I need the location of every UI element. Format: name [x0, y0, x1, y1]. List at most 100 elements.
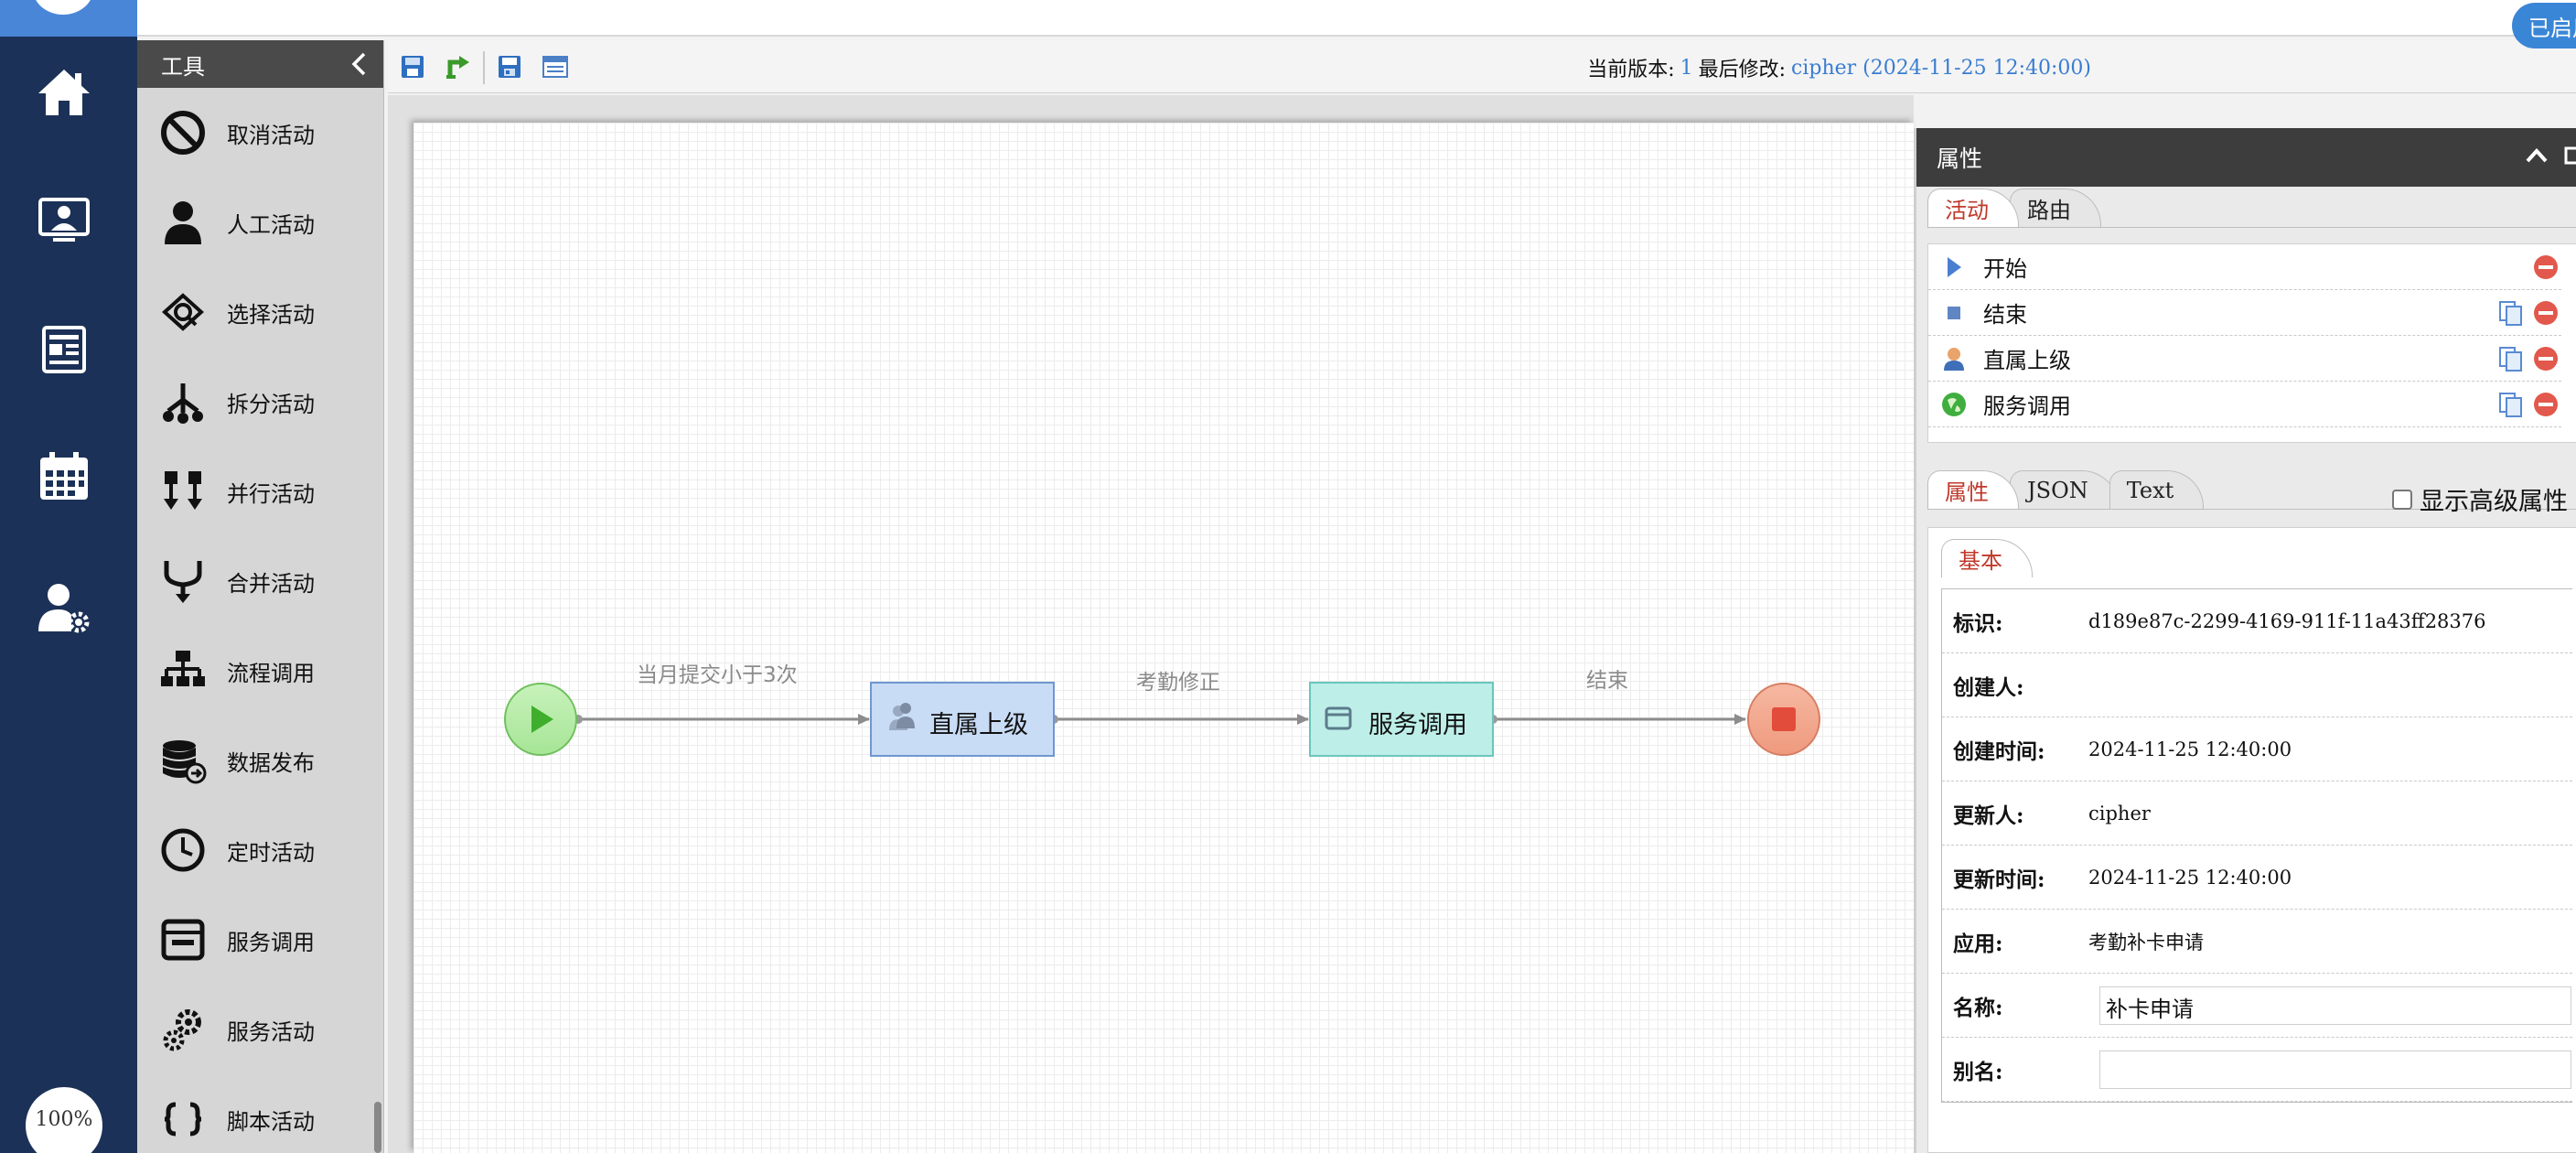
service-node-label: 服务调用: [1368, 711, 1467, 739]
tool-choice-activity[interactable]: 选择活动: [137, 267, 375, 357]
tool-label: 人工活动: [227, 211, 315, 238]
name-input[interactable]: 补卡申请: [2099, 986, 2571, 1025]
tab-properties[interactable]: 属性: [1927, 470, 2019, 509]
nav-avatar[interactable]: [33, 0, 93, 15]
property-panel-title: 属性: [1937, 145, 1983, 172]
designer-toolbar: 当前版本: 1 最后修改: cipher (2024-11-25 12:40:0…: [388, 40, 2576, 93]
tool-list: 取消活动 人工活动 选择活动 拆分活动 并行活动 合并活动 流程调用 数据发布: [137, 88, 375, 1153]
list-item-end[interactable]: 结束: [1928, 290, 2561, 336]
tool-data-publish[interactable]: 数据发布: [137, 716, 375, 805]
field-value-id: d189e87c-2299-4169-911f-11a43ff28376: [2088, 609, 2486, 632]
show-advanced-toggle[interactable]: 显示高级属性: [2392, 481, 2568, 517]
remove-icon[interactable]: [2532, 391, 2560, 418]
service-node[interactable]: [1309, 682, 1494, 757]
field-label: 创建人:: [1953, 674, 2024, 700]
tool-split-activity[interactable]: 拆分活动: [137, 357, 375, 447]
tab-json[interactable]: JSON: [2010, 470, 2119, 509]
news-icon[interactable]: [33, 318, 95, 381]
copy-icon[interactable]: [2497, 345, 2525, 372]
field-row-creator: 创建人:: [1942, 653, 2572, 717]
remove-icon[interactable]: [2532, 345, 2560, 372]
tab-activities[interactable]: 活动: [1927, 189, 2019, 227]
globe-icon: [1939, 390, 1969, 419]
tool-palette: 工具 取消活动 人工活动 选择活动 拆分活动 并行活动 合并活动: [137, 40, 384, 1153]
modified-label: 最后修改:: [1698, 59, 1787, 81]
activity-name: 直属上级: [1983, 348, 2071, 373]
properties-window-icon[interactable]: [540, 51, 571, 82]
script-icon: [157, 1094, 209, 1145]
parallel-icon: [157, 466, 209, 517]
edge-label-correction[interactable]: 考勤修正: [1136, 671, 1220, 695]
field-row-alias: 别名:: [1942, 1038, 2572, 1102]
list-item-start[interactable]: 开始: [1928, 244, 2561, 290]
monitor-user-icon[interactable]: [33, 189, 95, 251]
choice-icon: [157, 286, 209, 338]
supervisor-node[interactable]: [870, 682, 1055, 757]
remove-icon[interactable]: [2532, 299, 2560, 327]
cancel-icon: [157, 107, 209, 158]
toolbar-separator: [483, 51, 485, 84]
tool-label: 定时活动: [227, 839, 315, 866]
split-icon: [157, 376, 209, 427]
show-advanced-checkbox[interactable]: [2392, 489, 2412, 510]
tool-label: 服务调用: [227, 929, 315, 955]
property-format-tabs: 属性 JSON Text: [1927, 470, 2205, 509]
tool-label: 取消活动: [227, 122, 315, 148]
export-arrow-icon[interactable]: [443, 51, 474, 82]
property-form: 标识: d189e87c-2299-4169-911f-11a43ff28376…: [1941, 588, 2572, 1103]
flow-canvas[interactable]: 直属上级 服务调用 当月提交小于3次 考勤修正 结束: [413, 123, 1914, 1153]
field-value-updated-time: 2024-11-25 12:40:00: [2088, 866, 2292, 889]
supervisor-node-label: 直属上级: [929, 711, 1028, 739]
edge-label-end[interactable]: 结束: [1586, 669, 1628, 693]
save-as-icon[interactable]: [494, 51, 525, 82]
tool-timer-activity[interactable]: 定时活动: [137, 805, 375, 895]
maximize-icon[interactable]: [2562, 143, 2576, 174]
tool-label: 流程调用: [227, 660, 315, 686]
palette-title: 工具: [161, 53, 205, 80]
merge-icon: [157, 555, 209, 607]
tool-label: 并行活动: [227, 480, 315, 507]
calendar-icon[interactable]: [33, 447, 95, 509]
start-node[interactable]: [504, 683, 577, 756]
field-row-updated-time: 更新时间: 2024-11-25 12:40:00: [1942, 846, 2572, 910]
field-label: 名称:: [1953, 995, 2003, 1020]
play-icon: [531, 706, 553, 733]
chevron-left-icon[interactable]: [345, 49, 372, 79]
palette-scrollbar[interactable]: [374, 1102, 381, 1153]
field-value-created-time: 2024-11-25 12:40:00: [2088, 738, 2292, 760]
field-label: 应用:: [1953, 931, 2003, 956]
copy-icon[interactable]: [2497, 391, 2525, 418]
end-node[interactable]: [1747, 683, 1820, 756]
user-icon: [1939, 344, 1969, 373]
alias-input[interactable]: [2099, 1051, 2571, 1089]
activity-name: 服务调用: [1983, 393, 2071, 419]
tool-script-activity[interactable]: 脚本活动: [137, 1074, 375, 1153]
list-item-service[interactable]: 服务调用: [1928, 382, 2561, 427]
zoom-level[interactable]: 100%: [26, 1087, 102, 1153]
tool-parallel-activity[interactable]: 并行活动: [137, 447, 375, 536]
chevron-up-icon[interactable]: [2524, 143, 2549, 174]
save-icon[interactable]: [397, 51, 428, 82]
list-item-supervisor[interactable]: 直属上级: [1928, 336, 2561, 382]
sitemap-icon: [157, 645, 209, 696]
enabled-status-button[interactable]: 已启用: [2512, 3, 2576, 48]
field-label: 创建时间:: [1953, 738, 2045, 764]
tab-basic[interactable]: 基本: [1941, 539, 2033, 577]
copy-icon[interactable]: [2497, 299, 2525, 327]
modified-by[interactable]: cipher (2024-11-25 12:40:00): [1791, 56, 2091, 80]
tool-merge-activity[interactable]: 合并活动: [137, 536, 375, 626]
activity-route-tabs: 活动 路由: [1927, 189, 2101, 227]
tool-manual-activity[interactable]: 人工活动: [137, 178, 375, 267]
tool-service-activity[interactable]: 服务活动: [137, 985, 375, 1074]
tool-process-call[interactable]: 流程调用: [137, 626, 375, 716]
tab-text[interactable]: Text: [2109, 470, 2205, 509]
tab-routes[interactable]: 路由: [2010, 189, 2101, 227]
user-settings-icon[interactable]: [33, 576, 95, 639]
remove-icon[interactable]: [2532, 253, 2560, 281]
home-icon[interactable]: [33, 60, 95, 123]
tool-cancel-activity[interactable]: 取消活动: [137, 88, 375, 178]
tool-service-call[interactable]: 服务调用: [137, 895, 375, 985]
edge-label-condition[interactable]: 当月提交小于3次: [637, 663, 798, 687]
tool-label: 选择活动: [227, 301, 315, 328]
version-info: 当前版本: 1 最后修改: cipher (2024-11-25 12:40:0…: [1587, 49, 2097, 86]
